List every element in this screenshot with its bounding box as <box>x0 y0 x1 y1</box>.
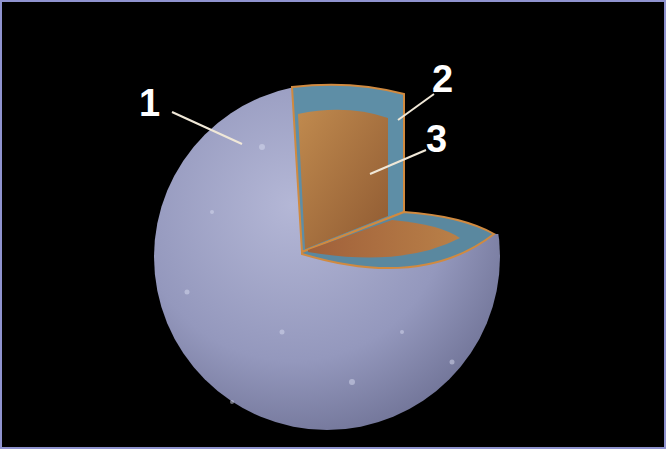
leader-lines <box>172 94 434 174</box>
callout-number: 1 <box>139 84 160 122</box>
callout-number: 2 <box>432 60 453 98</box>
core-horizontal-face <box>308 220 460 258</box>
mantle-horizontal-face <box>302 212 494 268</box>
callout-number: 3 <box>426 120 447 158</box>
